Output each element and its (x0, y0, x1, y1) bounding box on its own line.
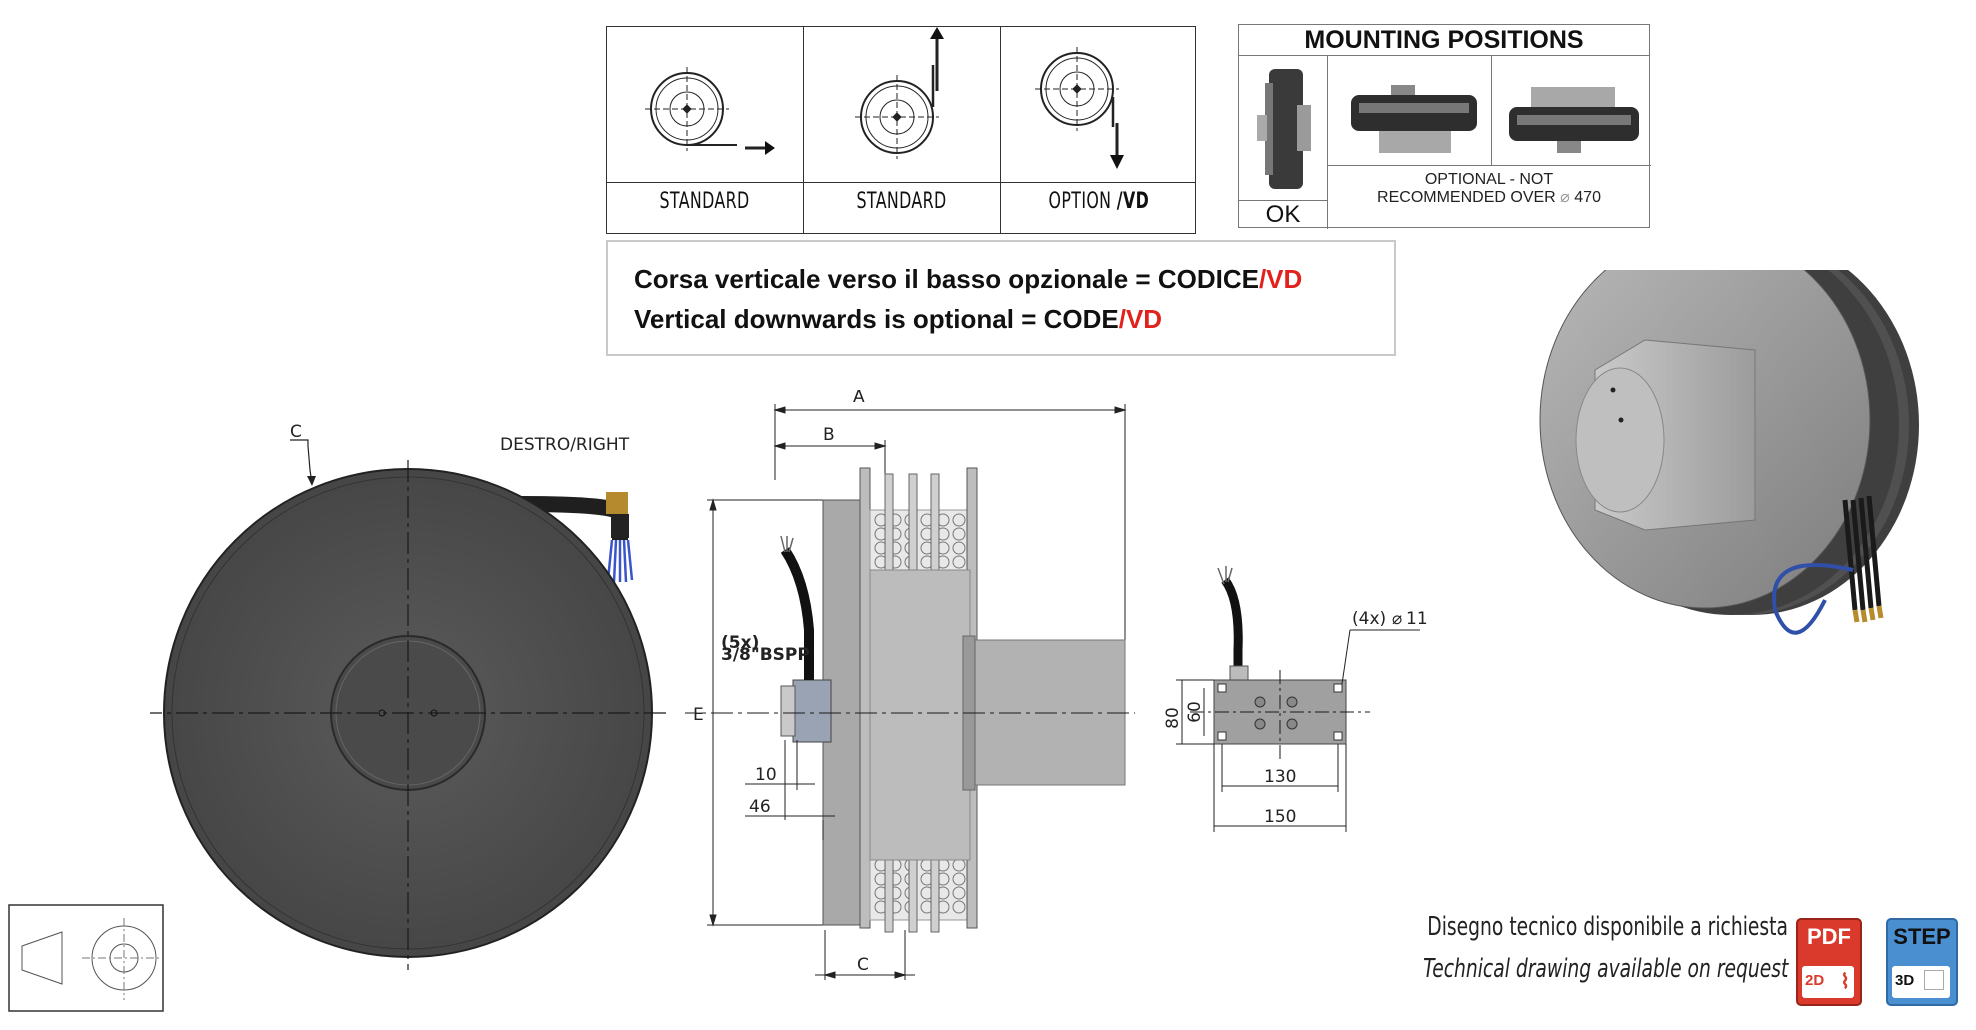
swivel-joint (792, 679, 832, 743)
front-view-drawing: C DESTRO/RIGHT (150, 422, 670, 970)
front-side-label: DESTRO/RIGHT (500, 435, 630, 455)
dim-a: A (853, 390, 865, 407)
projection-symbol-icon (8, 904, 164, 1012)
mounting-optional-diameter: 470 (1574, 189, 1601, 206)
standard-horizontal-diagram (645, 67, 775, 155)
port-thread: 3/8"BSPP (721, 645, 810, 665)
cube-icon (1924, 970, 1944, 990)
dim-130: 130 (1264, 767, 1296, 787)
dim-46: 46 (749, 797, 771, 817)
front-label-c: C (290, 422, 302, 442)
option-label: OPTION (1048, 189, 1112, 214)
footer-line-en: Technical drawing available on request (1422, 954, 1788, 984)
reel-3d-render (1539, 270, 1919, 635)
pdf-badge-sub: 2D (1805, 972, 1825, 989)
port-count: (5x) (721, 633, 759, 653)
vd-option-note: Corsa verticale verso il basso opzionale… (606, 240, 1396, 356)
mounting-positions-table: MOUNTING POSITIONS OK OPTIONAL - NOT REC… (1238, 24, 1651, 229)
acrobat-icon: ⌇ (1840, 971, 1850, 993)
step-badge-sub: 3D (1895, 972, 1915, 989)
diameter-symbol-icon: ⌀ (1392, 609, 1402, 629)
mounting-wall-image (1257, 69, 1311, 189)
pdf-badge-label: PDF (1807, 924, 1851, 949)
footer-line-it: Disegno tecnico disponibile a richiesta (1427, 912, 1788, 942)
step-download-badge[interactable]: STEP 3D (1886, 918, 1958, 1006)
standard-label-2: STANDARD (856, 189, 947, 214)
mounting-ceiling-image (1351, 85, 1477, 153)
note-line-en: Vertical downwards is optional = CODE (634, 304, 1119, 334)
standard-label-1: STANDARD (659, 189, 751, 214)
diameter-symbol-icon: ⌀ (1560, 189, 1570, 206)
mounting-title: MOUNTING POSITIONS (1304, 26, 1584, 54)
reel-core (869, 569, 971, 861)
mounting-optional-line2: RECOMMENDED OVER (1377, 189, 1556, 206)
side-view-drawing: A B E C (5x) 3/8"BSPP 10 46 (685, 390, 1135, 980)
standard-vertical-up-diagram (855, 27, 944, 159)
dim-60: 60 (1185, 701, 1205, 723)
dim-e: E (693, 705, 704, 725)
bracket-holes: (4x) (1352, 609, 1386, 629)
note-line-it: Corsa verticale verso il basso opzionale… (634, 264, 1259, 294)
dim-80: 80 (1163, 707, 1183, 729)
dim-c-bottom: C (857, 955, 869, 975)
bracket-hole-diameter: 11 (1406, 609, 1428, 629)
option-code: /VD (1116, 189, 1149, 214)
note-code-en: /VD (1118, 304, 1163, 334)
mounting-images (1257, 69, 1639, 189)
pdf-download-badge[interactable]: PDF 2D ⌇ (1796, 918, 1862, 1006)
direction-diagrams (645, 27, 1124, 169)
dim-150: 150 (1264, 807, 1296, 827)
step-badge-label: STEP (1893, 924, 1951, 949)
note-code-it: /VD (1258, 264, 1303, 294)
blue-cable (1772, 563, 1854, 635)
option-vertical-down-diagram (1035, 47, 1124, 169)
dim-10: 10 (755, 765, 777, 785)
mounting-ok-label: OK (1265, 201, 1301, 228)
direction-table: STANDARD STANDARD OPTION /VD (606, 26, 1196, 234)
mounting-optional-line1: OPTIONAL - NOT (1424, 171, 1554, 188)
bracket-view-drawing: 80 60 130 150 (4x) ⌀ 11 (1163, 566, 1428, 832)
mounting-floor-image (1509, 87, 1639, 153)
dim-b: B (823, 425, 835, 445)
